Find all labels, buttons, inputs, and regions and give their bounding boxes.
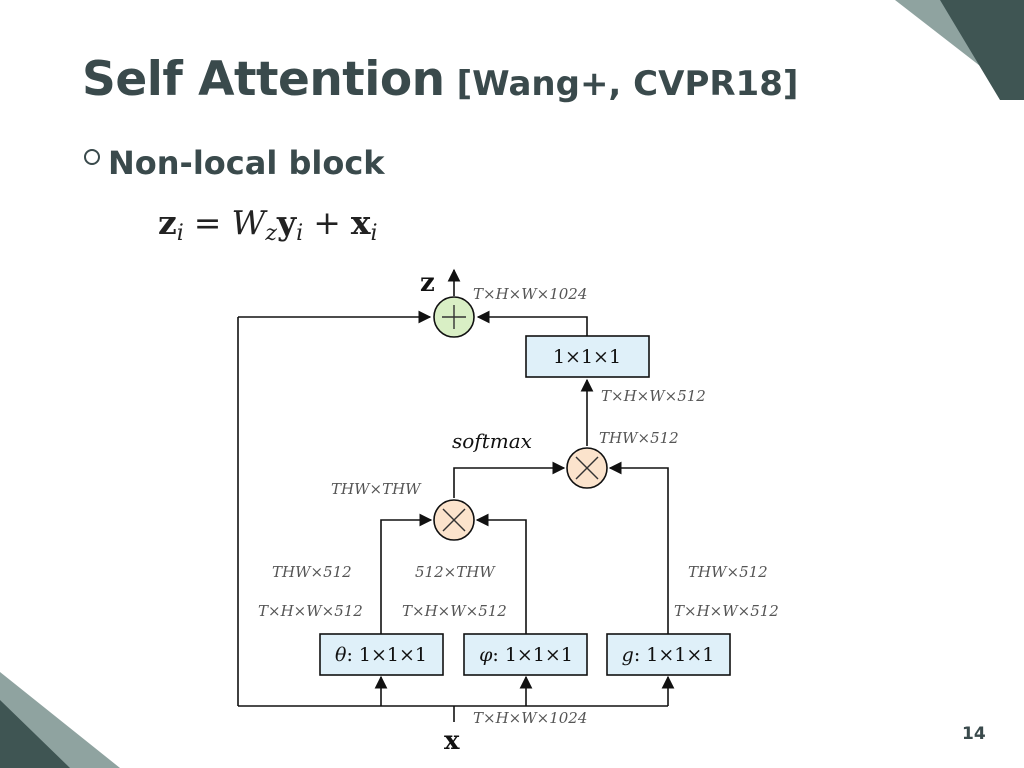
multiply-icon [566,447,608,489]
phi-conv-box [463,633,588,676]
diagram-wires [237,268,675,722]
formula-y: y [276,203,297,242]
bullet-text: Non-local block [108,144,385,182]
mult1-output-dim-label: THW×THW [331,480,422,498]
input-x-label: x [444,726,460,756]
formula-lhs-sub: i [176,221,184,246]
output-conv-box [525,335,650,378]
g-conv-box [606,633,731,676]
outbox-input-dim-label: T×H×W×512 [601,387,706,405]
input-dim-label: T×H×W×1024 [473,709,587,727]
output-box-label: 1×1×1 [553,346,621,368]
wire-phi-to-mult1 [475,513,527,634]
g-output-dim-label: T×H×W×512 [674,602,779,620]
theta-box-label: θ: 1×1×1 [335,644,427,666]
slide-citation: [Wang+, CVPR18] [456,64,799,104]
g-reshape-dim-label: THW×512 [688,563,768,581]
softmax-label: softmax [452,429,532,453]
slide-title-text: Self Attention [82,52,445,107]
formula-equals: = [193,203,222,242]
formula-y-sub: i [296,221,304,246]
wire-outbox-to-plus [476,310,588,336]
formula-lhs: z [158,203,177,242]
phi-reshape-dim-label: 512×THW [415,563,496,581]
output-z-label: z [420,268,435,298]
page-number: 14 [962,724,986,744]
formula: zi=Wzyi+xi [158,203,378,246]
formula-x-sub: i [370,221,378,246]
output-dim-label: T×H×W×1024 [473,285,587,303]
multiply-icon [433,499,475,541]
wire-mult1-to-mult2 [453,461,566,498]
slide-title: Self Attention [Wang+, CVPR18] [82,52,798,107]
mult2-output-dim-label: THW×512 [599,429,679,447]
formula-w: W [231,203,266,242]
theta-reshape-dim-label: THW×512 [272,563,352,581]
wire-theta-to-mult1 [380,513,433,634]
plus-icon [433,296,475,338]
theta-conv-box [319,633,444,676]
formula-w-sub: z [265,221,277,246]
formula-plus: + [313,203,341,242]
bullet-item: Non-local block [84,144,385,182]
phi-output-dim-label: T×H×W×512 [402,602,507,620]
ring-bullet-icon [84,149,100,165]
phi-box-label: φ: 1×1×1 [479,644,573,666]
theta-output-dim-label: T×H×W×512 [258,602,363,620]
formula-x: x [350,203,371,242]
g-box-label: g: 1×1×1 [622,644,715,666]
wire-g-to-mult2 [608,461,669,634]
